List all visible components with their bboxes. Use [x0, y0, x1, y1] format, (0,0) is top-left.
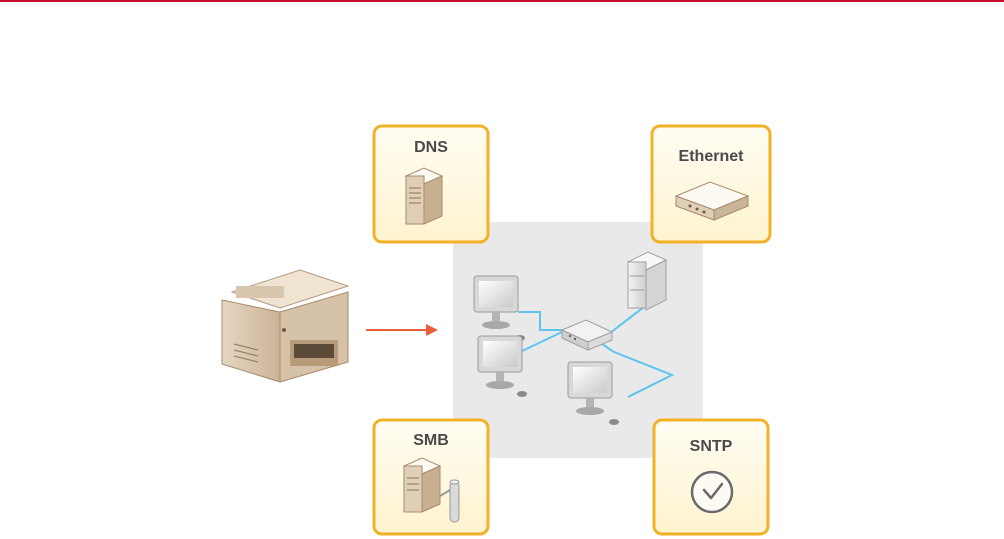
- ethernet-card: Ethernet: [652, 126, 770, 242]
- dns-label: DNS: [414, 139, 448, 156]
- arrow-right-icon: [366, 324, 438, 336]
- sntp-card: SNTP: [654, 420, 768, 534]
- multifunction-printer-icon: [222, 270, 348, 382]
- server-icon: [406, 168, 442, 224]
- sntp-label: SNTP: [690, 438, 733, 455]
- ethernet-label: Ethernet: [679, 148, 745, 165]
- smb-label: SMB: [413, 432, 449, 449]
- dns-card: DNS: [374, 126, 488, 242]
- server-icon: [628, 252, 666, 310]
- clock-icon: [692, 472, 732, 512]
- smb-card: SMB: [374, 420, 488, 534]
